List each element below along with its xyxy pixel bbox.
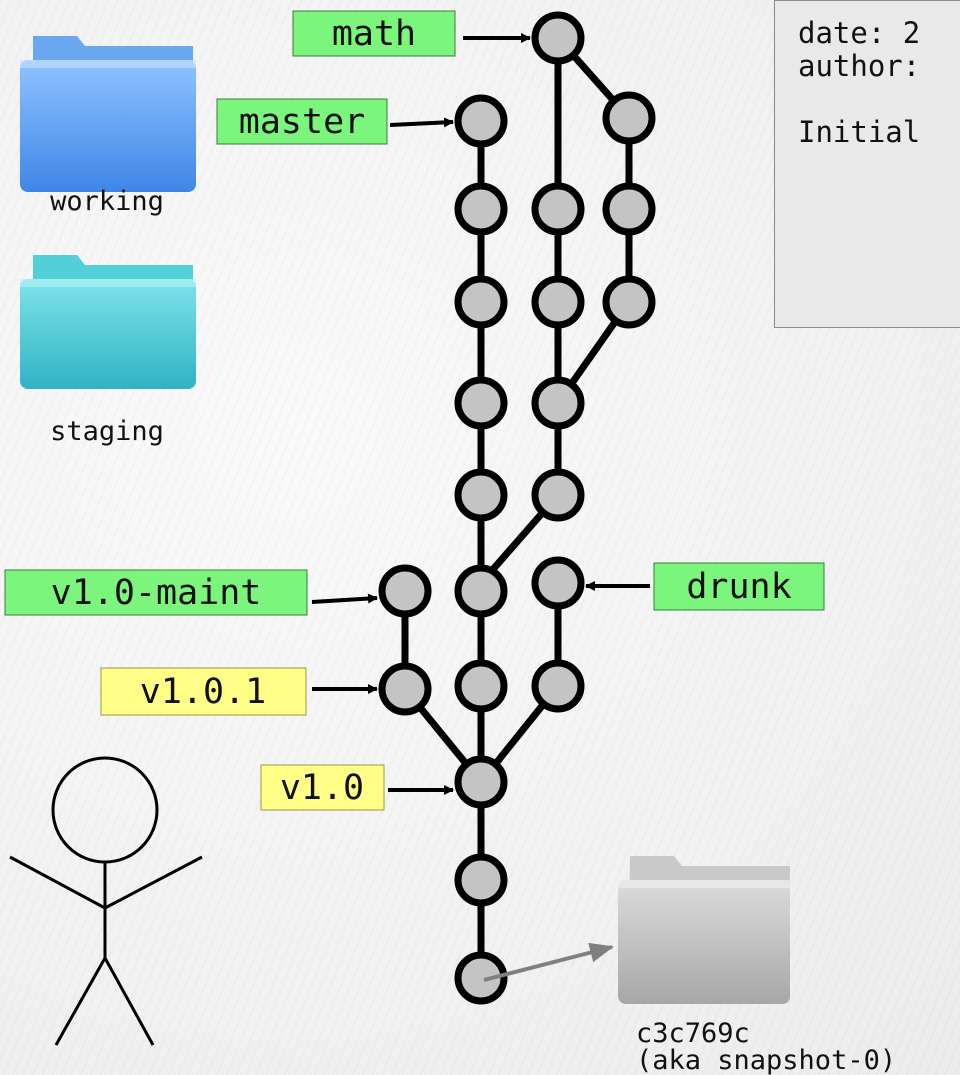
commit-node: [602, 182, 656, 236]
working-folder-icon: working: [20, 36, 196, 217]
commit-node: [531, 11, 585, 65]
commit-nodes: [378, 11, 656, 1005]
commit-node: [531, 659, 585, 713]
tag-label-v1-0: v1.0: [260, 764, 454, 811]
ref-labels: math master v1.0-maint drunk v1.0.1 v1.0: [4, 10, 825, 811]
commit-node: [602, 275, 656, 329]
commit-node: [531, 182, 585, 236]
commit-node: [454, 182, 508, 236]
branch-label-v1-0-maint: v1.0-maint: [4, 569, 378, 616]
commit-author: author:: [798, 49, 921, 83]
commit-node: [454, 94, 508, 148]
branch-label-drunk: drunk: [585, 562, 825, 611]
label-drunk-text: drunk: [686, 567, 791, 607]
commit-node: [454, 853, 508, 907]
label-math-text: math: [332, 14, 416, 54]
commit-node: [454, 275, 508, 329]
label-v1-0-1-text: v1.0.1: [140, 672, 266, 712]
commit-node: [531, 275, 585, 329]
branch-label-master: master: [216, 98, 454, 145]
commit-message: Initial: [798, 115, 921, 149]
commit-node: [454, 564, 508, 618]
commit-node: [378, 564, 432, 618]
commit-node: [531, 376, 585, 430]
user-stick-figure-icon: [9, 756, 203, 1046]
commit-node: [602, 91, 656, 145]
commit-node: [531, 468, 585, 522]
commit-node: [378, 662, 432, 716]
commit-date: date: 2: [798, 16, 921, 50]
commit-node: [454, 468, 508, 522]
commit-node: [454, 376, 508, 430]
commit-node: [531, 556, 585, 610]
label-v1-0-maint-text: v1.0-maint: [51, 573, 262, 613]
snapshot-pointer-arrow: [483, 942, 614, 982]
tag-label-v1-0-1: v1.0.1: [100, 667, 378, 716]
commit-node: [454, 755, 508, 809]
snapshot-folder-icon: c3c769c (aka snapshot-0): [618, 856, 896, 1075]
commit-info-panel: date: 2 author: Initial: [774, 0, 960, 328]
label-v1-0-text: v1.0: [280, 768, 364, 808]
staging-folder-label: staging: [50, 416, 164, 447]
branch-label-math: math: [292, 10, 531, 57]
label-master-text: master: [239, 102, 365, 142]
staging-folder-icon: staging: [20, 255, 196, 447]
snapshot-alias-label: (aka snapshot-0): [636, 1045, 896, 1075]
working-folder-label: working: [50, 186, 164, 217]
commit-node: [454, 659, 508, 713]
commit-edges: [401, 34, 633, 1005]
commit-node-root: [454, 951, 508, 1005]
snapshot-hash-label: c3c769c: [636, 1018, 750, 1049]
